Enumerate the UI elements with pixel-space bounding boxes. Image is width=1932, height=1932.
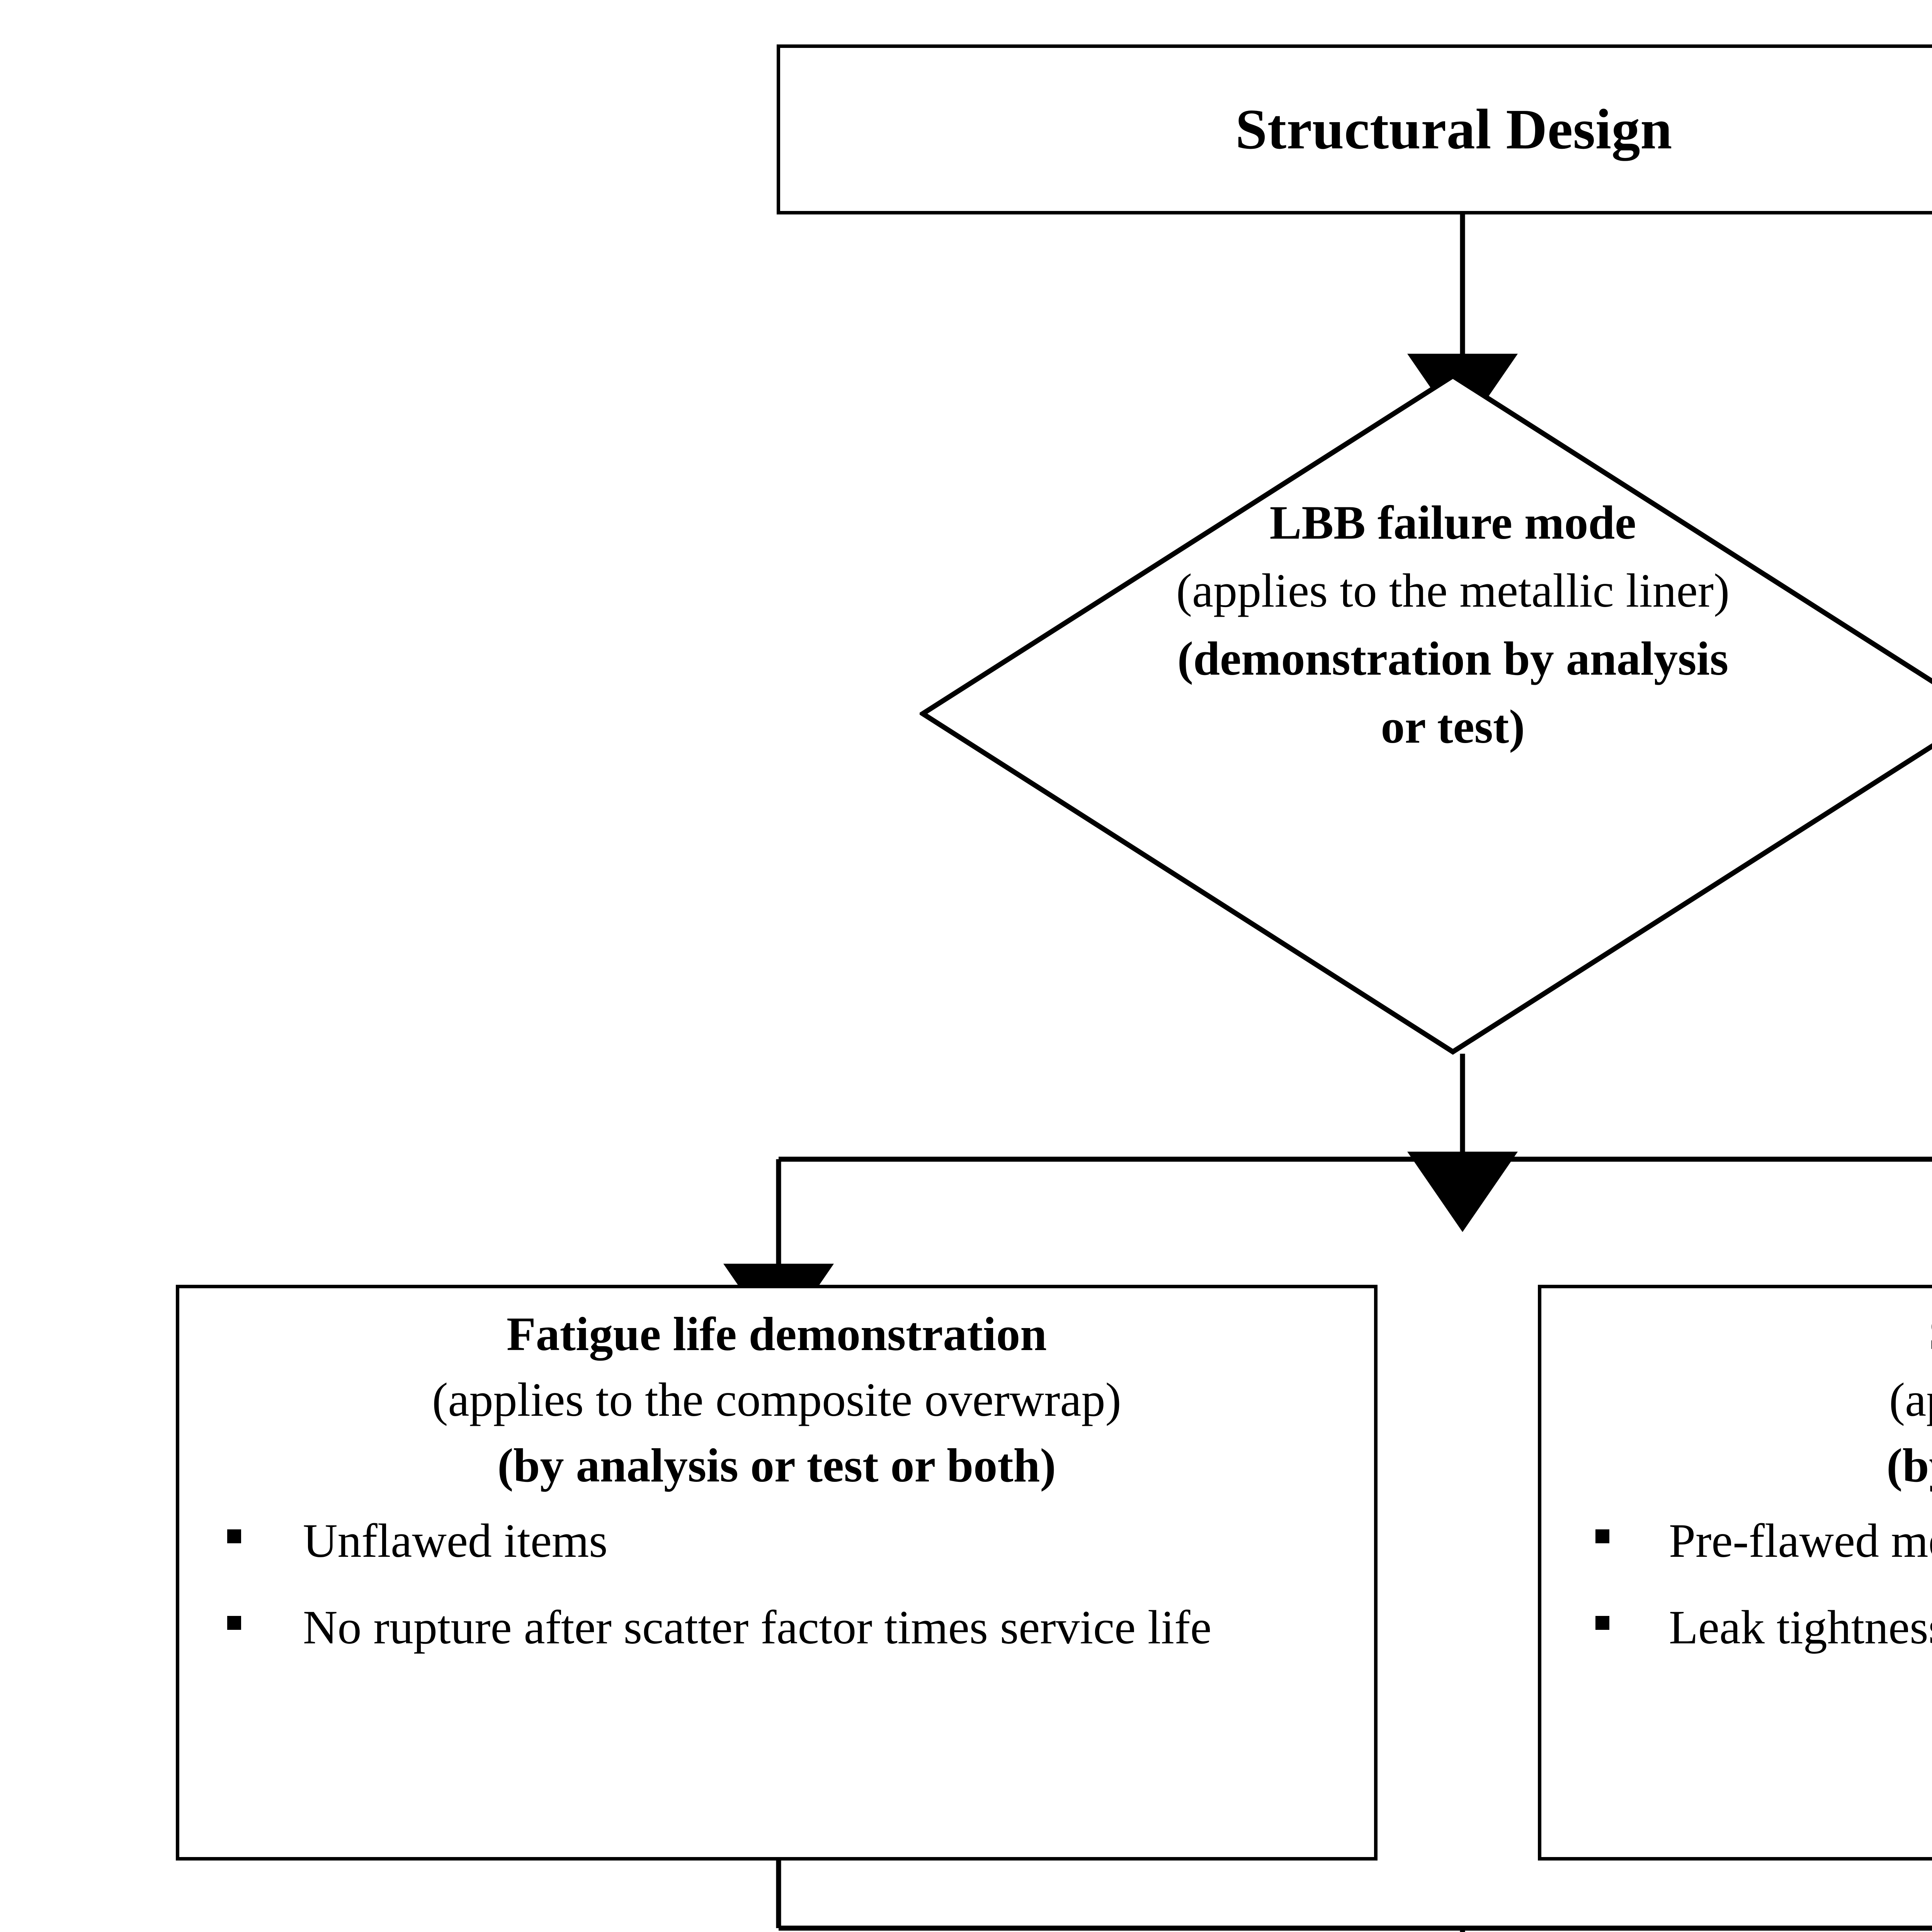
diamond-shape [920, 373, 1932, 1055]
fatigue-heading-3: (by analysis or test or both) [497, 1439, 1056, 1492]
safe-life-heading-block: Safe life demonstration (applies to the … [1541, 1288, 1932, 1498]
fatigue-heading-2: (applies to the composite overwrap) [432, 1373, 1121, 1426]
fatigue-bullet-list: Unflawed items No rupture after scatter … [179, 1498, 1374, 1662]
safe-life-bullet-2-text: Leak tightness and no rupture after 4 × … [1669, 1600, 1932, 1654]
list-item: Unflawed items [206, 1507, 1347, 1575]
fatigue-bullet-1-text: Unflawed items [303, 1514, 608, 1567]
list-item: Leak tightness and no rupture after 4 × … [1553, 1594, 1932, 1662]
square-bullet-icon [227, 1529, 241, 1543]
safe-life-heading-2: (applies to the metallic liner) [1889, 1373, 1932, 1426]
lbb-line-4: or test) [1381, 700, 1525, 753]
structural-design-label: Structural Design [1235, 97, 1672, 161]
lbb-line-2: (applies to the metallic liner) [1176, 564, 1730, 617]
list-item: No rupture after scatter factor times se… [206, 1594, 1347, 1662]
safe-life-bullet-list: Pre-flawed metallic items Leak tightness… [1541, 1498, 1932, 1662]
lbb-line-3: (demonstration by analysis [1177, 632, 1729, 685]
safe-life-heading-3: (by analysis or test or both) [1886, 1439, 1932, 1492]
lbb-line-1: LBB failure mode [1269, 496, 1636, 549]
node-safe-life-demonstration[interactable]: Safe life demonstration (applies to the … [1538, 1285, 1932, 1861]
lbb-decision-text: LBB failure mode (applies to the metalli… [1090, 489, 1816, 761]
node-structural-design[interactable]: Structural Design [777, 44, 1932, 214]
list-item: Pre-flawed metallic items [1553, 1507, 1932, 1575]
fatigue-bullet-2-text: No rupture after scatter factor times se… [303, 1600, 1212, 1654]
fatigue-heading-block: Fatigue life demonstration (applies to t… [179, 1288, 1374, 1498]
square-bullet-icon [227, 1616, 241, 1630]
square-bullet-icon [1595, 1529, 1609, 1543]
fatigue-heading-1: Fatigue life demonstration [506, 1308, 1047, 1361]
safe-life-heading-1: Safe life demonstration [1565, 1301, 1932, 1367]
node-fatigue-life-demonstration[interactable]: Fatigue life demonstration (applies to t… [176, 1285, 1378, 1861]
safe-life-bullet-1-text: Pre-flawed metallic items [1669, 1514, 1932, 1567]
square-bullet-icon [1595, 1616, 1609, 1630]
node-lbb-decision[interactable]: LBB failure mode (applies to the metalli… [920, 373, 1932, 1055]
